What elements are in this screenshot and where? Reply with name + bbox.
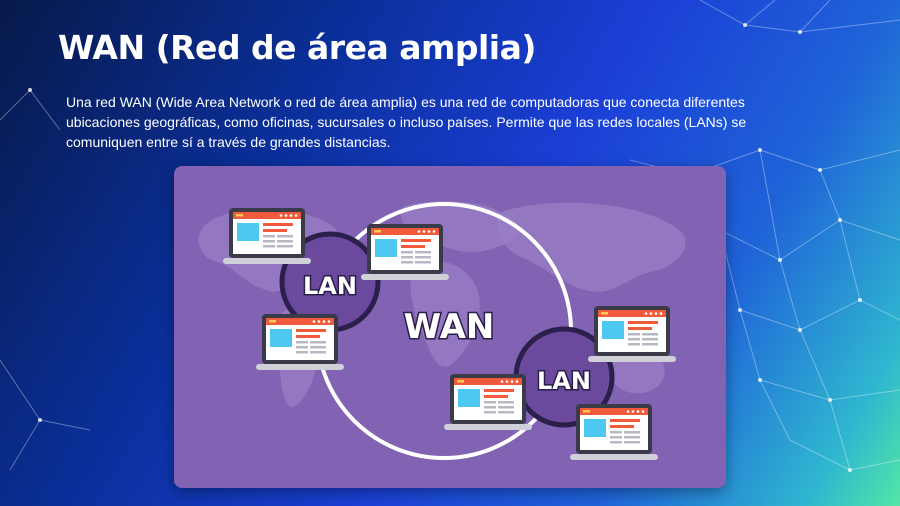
lan-label-left: LAN: [303, 272, 357, 300]
wan-label: WAN: [404, 307, 495, 347]
laptop-icon: [223, 208, 311, 264]
wan-diagram-panel: LAN LAN WAN: [174, 166, 726, 488]
laptop-icon: [444, 374, 532, 430]
wan-diagram: LAN LAN WAN: [198, 201, 686, 460]
slide-description: Una red WAN (Wide Area Network o red de …: [66, 94, 747, 150]
laptop-icon: [588, 306, 676, 362]
laptop-icon: [256, 314, 344, 370]
slide-title: WAN (Red de área amplia): [58, 28, 536, 67]
lan-label-right: LAN: [537, 367, 591, 395]
laptop-icon: [361, 224, 449, 280]
laptop-icon: [570, 404, 658, 460]
